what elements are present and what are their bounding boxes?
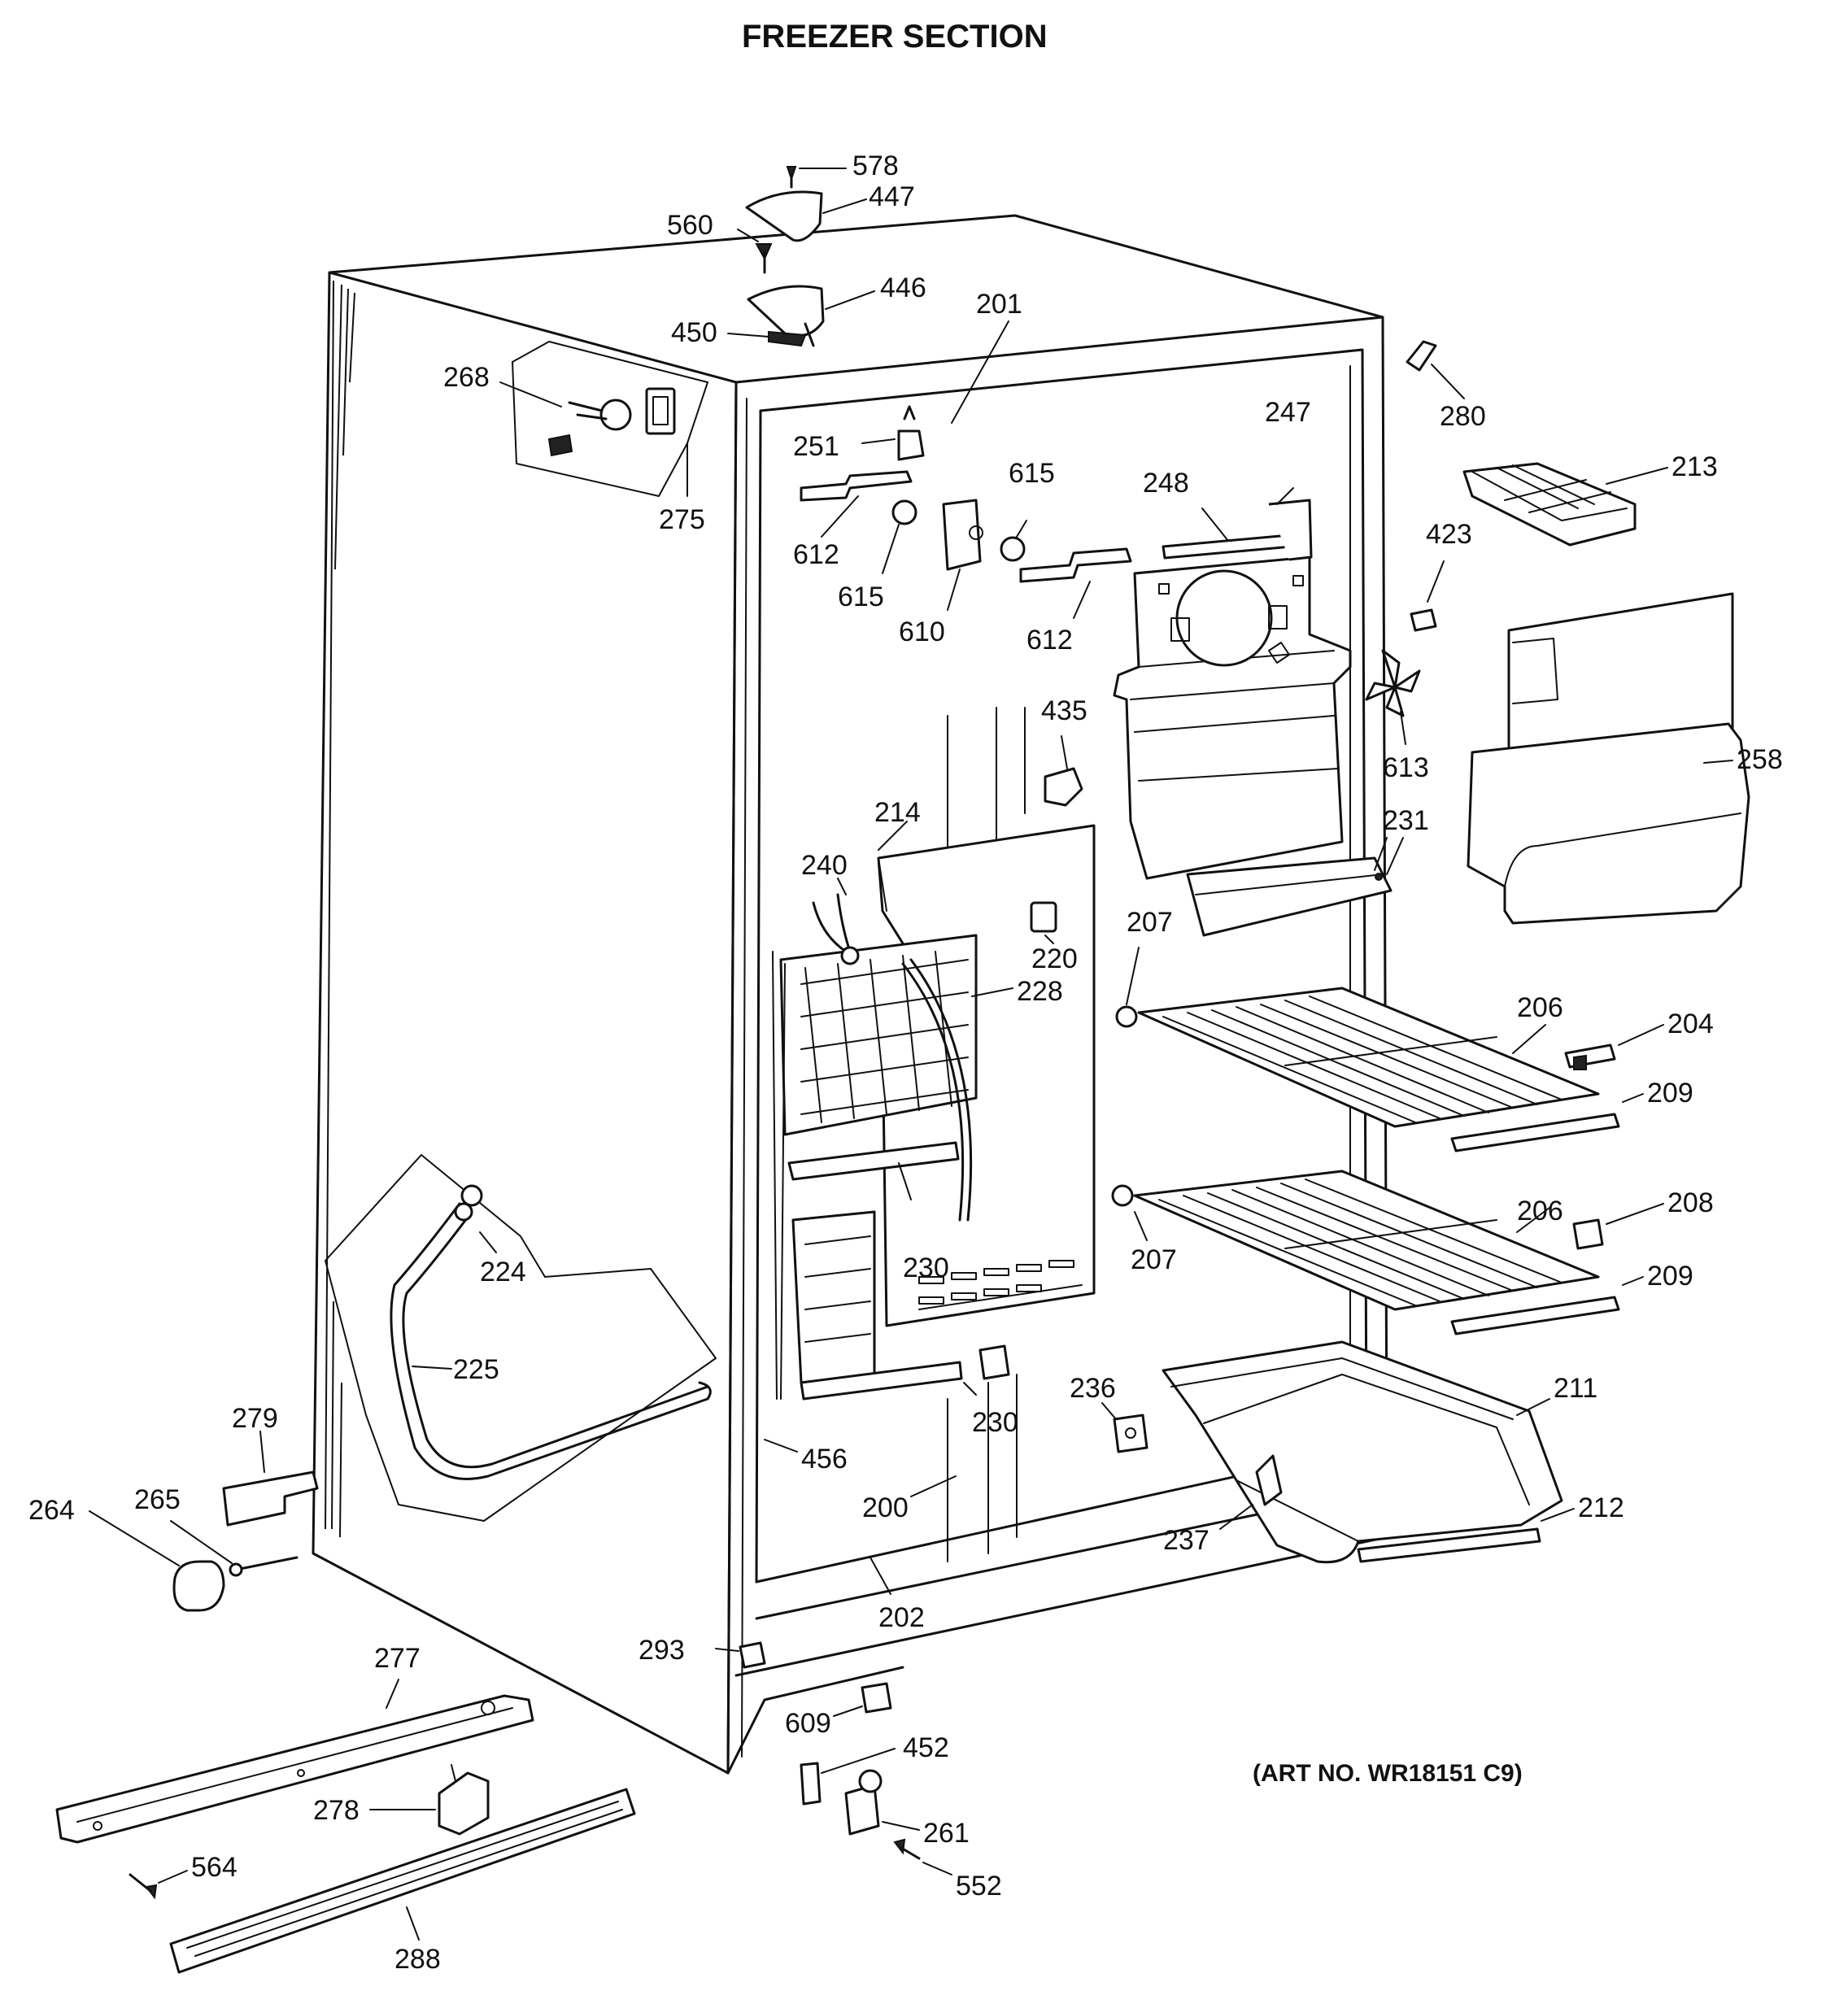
part-552: [893, 1838, 952, 1875]
part-609: [833, 1682, 892, 1717]
evaporator-cover: [1467, 592, 1750, 925]
callout-202: 202: [878, 1602, 925, 1633]
callout-615a: 615: [1009, 458, 1055, 489]
fan-blade: [1365, 649, 1421, 745]
part-280: [1406, 340, 1465, 399]
callout-230b: 230: [972, 1407, 1018, 1438]
diagram-title: FREEZER SECTION: [742, 19, 1048, 54]
callout-212: 212: [1578, 1492, 1624, 1523]
callout-552: 552: [956, 1871, 1002, 1902]
callout-248: 248: [1143, 468, 1189, 499]
callout-278: 278: [313, 1795, 360, 1826]
callout-line-202: [870, 1557, 891, 1595]
callout-280: 280: [1440, 401, 1486, 432]
callout-612b: 612: [1026, 625, 1073, 656]
callout-275: 275: [659, 504, 705, 535]
callout-237: 237: [1163, 1525, 1209, 1556]
callout-228: 228: [1017, 976, 1063, 1007]
callout-208: 208: [1667, 1187, 1714, 1218]
callout-211: 211: [1554, 1373, 1597, 1404]
part-278: [369, 1764, 490, 1836]
callout-435: 435: [1041, 695, 1087, 726]
part-231: [1186, 837, 1404, 937]
callout-207a: 207: [1127, 907, 1173, 938]
callout-209b: 209: [1647, 1261, 1693, 1292]
callout-456: 456: [801, 1444, 848, 1475]
art-number: (ART NO. WR18151 C9): [1253, 1760, 1523, 1787]
part-236: [1101, 1402, 1148, 1453]
callout-610: 610: [899, 616, 945, 647]
callout-450: 450: [671, 317, 717, 348]
callout-209a: 209: [1647, 1078, 1693, 1109]
callout-423: 423: [1426, 519, 1472, 550]
defrost-timer-group: [800, 405, 1132, 619]
part-435: [1044, 735, 1083, 807]
part-279: [222, 1431, 319, 1527]
callout-240: 240: [801, 850, 848, 881]
callout-452: 452: [903, 1732, 949, 1763]
callout-279: 279: [232, 1403, 278, 1434]
callout-207b: 207: [1131, 1244, 1177, 1275]
callout-224: 224: [480, 1257, 526, 1287]
top-hinge-assembly: [727, 166, 875, 347]
ice-tray: [1462, 462, 1668, 547]
callout-447: 447: [869, 181, 915, 212]
part-452: [800, 1748, 896, 1806]
callout-225: 225: [453, 1354, 499, 1385]
freezer-basket: [1162, 1340, 1575, 1564]
callout-578: 578: [852, 150, 899, 181]
callout-200: 200: [862, 1492, 909, 1523]
callout-265: 265: [134, 1484, 181, 1515]
part-423: [1410, 560, 1445, 632]
control-panel-group: [499, 341, 708, 497]
callout-609: 609: [785, 1708, 831, 1739]
callout-293: 293: [639, 1635, 685, 1666]
callout-247: 247: [1265, 397, 1311, 428]
callout-612a: 612: [793, 539, 839, 570]
callout-206b: 206: [1517, 1196, 1563, 1226]
part-564: [129, 1870, 188, 1900]
callout-206a: 206: [1517, 992, 1563, 1023]
callout-236: 236: [1070, 1373, 1116, 1404]
callout-446: 446: [880, 272, 926, 303]
callout-213: 213: [1671, 451, 1718, 482]
upper-shelf: [1115, 947, 1664, 1152]
callout-labels: 578 447 560 446 450 201 280 268 275 251 …: [28, 150, 1783, 1975]
evaporator-assembly: [772, 821, 1096, 1401]
callout-line-200: [910, 1475, 957, 1497]
toe-grille: [169, 1788, 636, 1974]
lower-shelf: [1111, 1170, 1664, 1335]
callout-214: 214: [874, 797, 921, 828]
callout-261: 261: [923, 1818, 970, 1849]
callout-231: 231: [1383, 805, 1429, 836]
part-277: [55, 1679, 534, 1844]
part-264: [89, 1510, 225, 1612]
part-293: [715, 1641, 766, 1669]
callout-258: 258: [1737, 744, 1783, 775]
callout-264: 264: [28, 1495, 75, 1526]
callout-201: 201: [976, 289, 1022, 320]
callout-277: 277: [374, 1643, 421, 1674]
callout-line-456: [764, 1439, 798, 1453]
callout-251: 251: [793, 431, 839, 462]
callout-564: 564: [191, 1852, 238, 1883]
callout-560: 560: [667, 210, 713, 241]
callout-615b: 615: [838, 582, 884, 612]
callout-220: 220: [1031, 943, 1078, 974]
callout-204: 204: [1667, 1009, 1714, 1039]
drain-group: [325, 1154, 717, 1522]
fan-shroud: [1113, 487, 1352, 880]
callout-288: 288: [394, 1944, 441, 1975]
callout-268: 268: [443, 362, 490, 393]
callout-230-upper: 230: [903, 1252, 949, 1283]
part-261: [844, 1769, 920, 1836]
part-265: [170, 1520, 299, 1577]
callout-613: 613: [1383, 752, 1429, 783]
